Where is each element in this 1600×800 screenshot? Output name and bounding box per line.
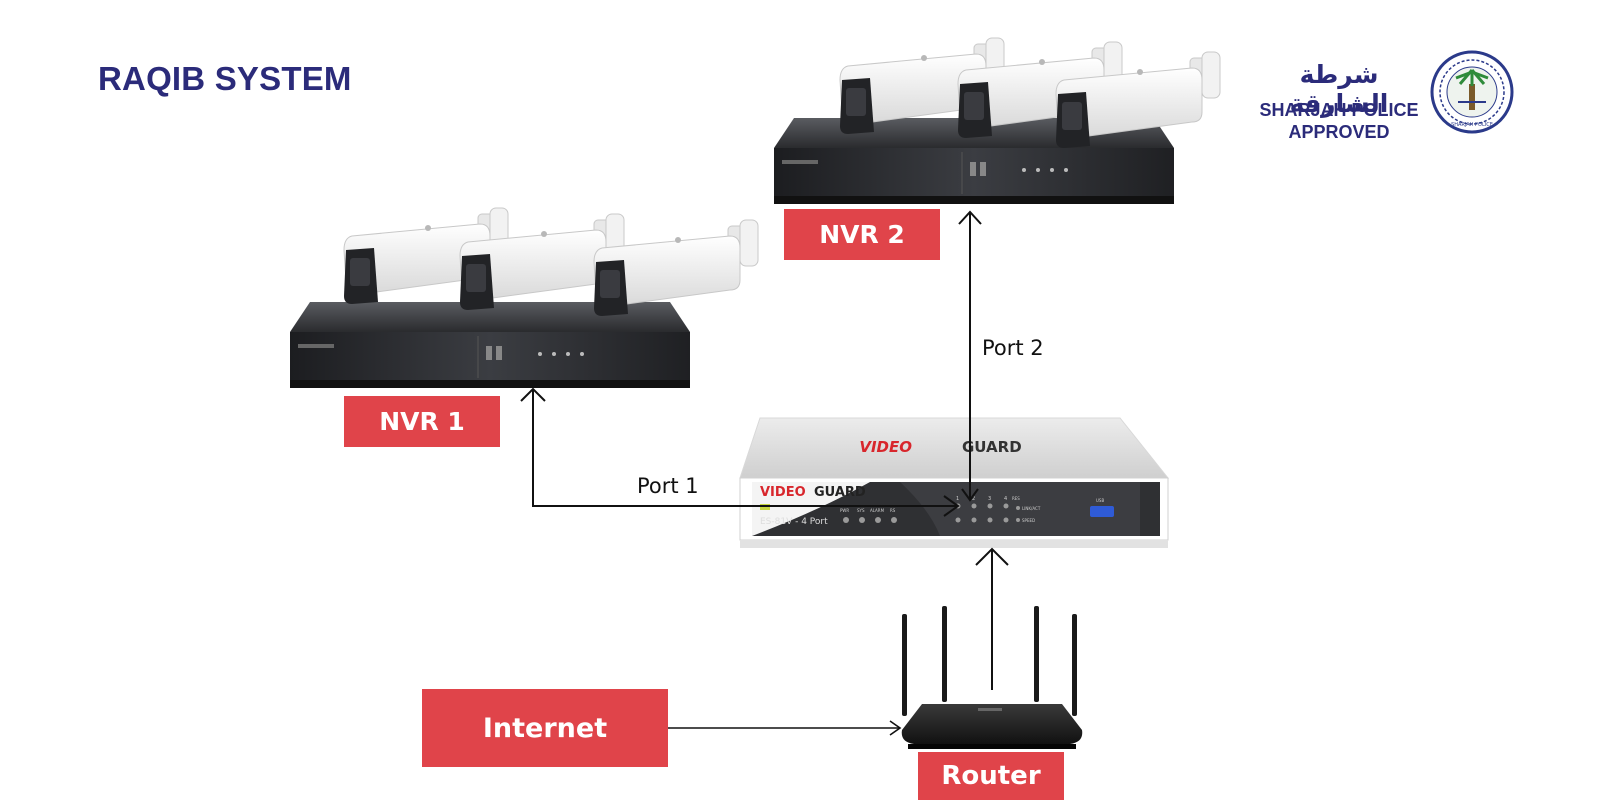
switch-link-label: LINK/ACT xyxy=(1022,506,1041,511)
switch-port1-arrowhead xyxy=(943,495,960,517)
network-switch-icon: VIDEO GUARD VIDEO GUARD ES-81V - 4 Port … xyxy=(739,417,1170,548)
nvr1-label: NVR 1 xyxy=(344,396,500,447)
internet-label: Internet xyxy=(422,689,668,767)
switch-front-brand-red: VIDEO xyxy=(760,485,806,500)
switch-indicator-label: ALARM xyxy=(870,508,885,513)
police-emblem-icon: SHARJAH POLICE xyxy=(1430,50,1514,134)
connector-lines xyxy=(520,210,1009,690)
badge-arabic-text: شرطة الشارقة xyxy=(1289,60,1389,118)
switch-port-number: 1 xyxy=(956,496,959,502)
switch-model: ES-81V - 4 Port xyxy=(760,517,828,527)
switch-top-brand-dark: GUARD xyxy=(962,438,1022,456)
router-label: Router xyxy=(918,752,1064,800)
nvr2-label: NVR 2 xyxy=(784,209,940,260)
switch-port2-arrowhead xyxy=(961,488,979,502)
emblem-text: SHARJAH POLICE xyxy=(1451,122,1493,128)
switch-indicator-label: SYS xyxy=(857,508,865,513)
nvr1-link-line xyxy=(532,389,958,507)
nvr2-arrowhead xyxy=(958,210,982,225)
switch-usb-label: USB xyxy=(1096,498,1104,503)
switch-port-group-label: RES xyxy=(1012,496,1020,501)
switch-indicator-label: PWR xyxy=(840,508,849,513)
switch-uplink-arrowhead xyxy=(975,547,1009,566)
badge-line1: SHARJAH POLICE xyxy=(1259,100,1419,120)
wifi-router-icon xyxy=(901,606,1083,749)
port2-label: Port 2 xyxy=(982,336,1044,360)
internet-link xyxy=(668,720,902,736)
switch-top-brand-red: VIDEO xyxy=(859,438,912,456)
nvr1-arrowhead xyxy=(520,387,546,402)
port1-label: Port 1 xyxy=(637,474,699,498)
page-title: RAQIB SYSTEM xyxy=(98,60,352,97)
switch-speed-label: SPEED xyxy=(1022,518,1035,523)
nvr1-recorder-icon xyxy=(290,302,690,389)
switch-port-number: 2 xyxy=(972,496,975,502)
switch-indicator-label: RS xyxy=(890,508,896,513)
badge-line2: APPROVED xyxy=(1288,122,1390,142)
switch-front-brand-dark: GUARD xyxy=(814,485,866,500)
router-arrowhead xyxy=(889,720,902,736)
switch-port-number: 4 xyxy=(1004,496,1007,502)
switch-port-number: 3 xyxy=(988,496,991,502)
